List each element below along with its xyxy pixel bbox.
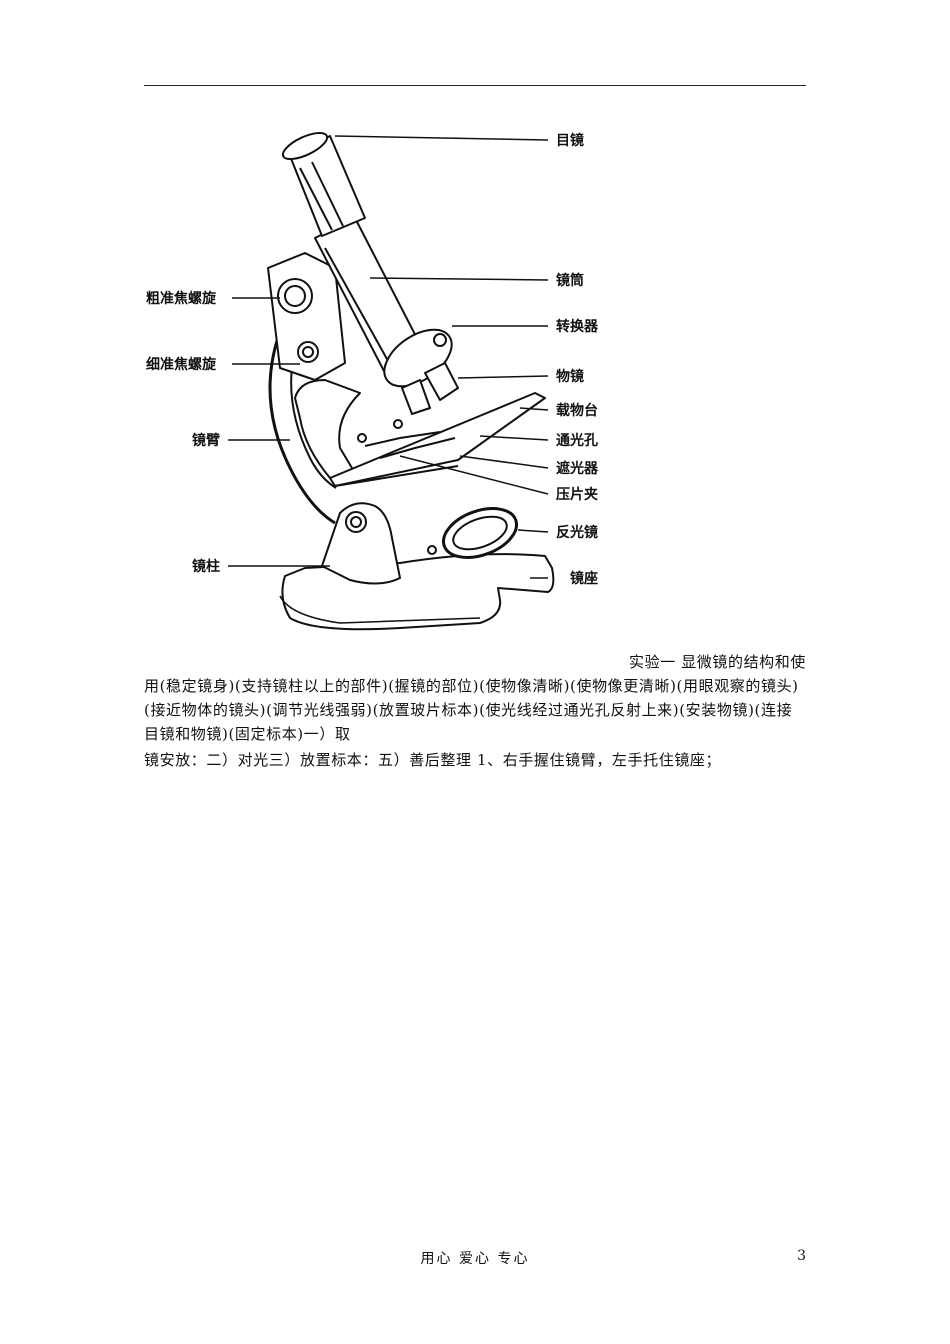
microscope-figure: 目镜 镜筒 转换器 物镜 载物台 通光孔 遮光器 压片夹 反光镜 镜座 粗准焦螺… [140, 118, 620, 646]
label-clip: 压片夹 [556, 486, 598, 503]
header-rule [144, 85, 806, 86]
microscope-diagram: 目镜 镜筒 转换器 物镜 载物台 通光孔 遮光器 压片夹 反光镜 镜座 粗准焦螺… [146, 131, 599, 631]
label-stage-hole: 通光孔 [556, 432, 598, 449]
label-stage: 载物台 [556, 402, 598, 419]
label-pillar: 镜柱 [192, 558, 220, 575]
parts-function-paragraph: 用(稳定镜身)(支持镜柱以上的部件)(握镜的部位)(使物像清晰)(使物像更清晰)… [144, 677, 799, 743]
footer-motto: 用心 爱心 专心 [420, 1251, 530, 1267]
label-arm: 镜臂 [192, 432, 220, 449]
label-mirror: 反光镜 [556, 524, 598, 541]
page-number: 3 [797, 1248, 806, 1264]
label-base: 镜座 [570, 570, 598, 587]
label-nosepiece: 转换器 [556, 318, 599, 335]
label-objective: 物镜 [556, 368, 584, 385]
label-tube: 镜筒 [556, 272, 584, 289]
experiment-title-line: 实验一 显微镜的结构和使 [629, 653, 806, 671]
label-eyepiece: 目镜 [556, 132, 584, 149]
label-fine-knob: 细准焦螺旋 [146, 356, 217, 373]
label-diaphragm: 遮光器 [556, 460, 599, 477]
label-coarse-knob: 粗准焦螺旋 [146, 290, 217, 307]
procedure-line: 镜安放：二）对光三）放置标本：五）善后整理 1、右手握住镜臂，左手托住镜座； [144, 751, 722, 769]
